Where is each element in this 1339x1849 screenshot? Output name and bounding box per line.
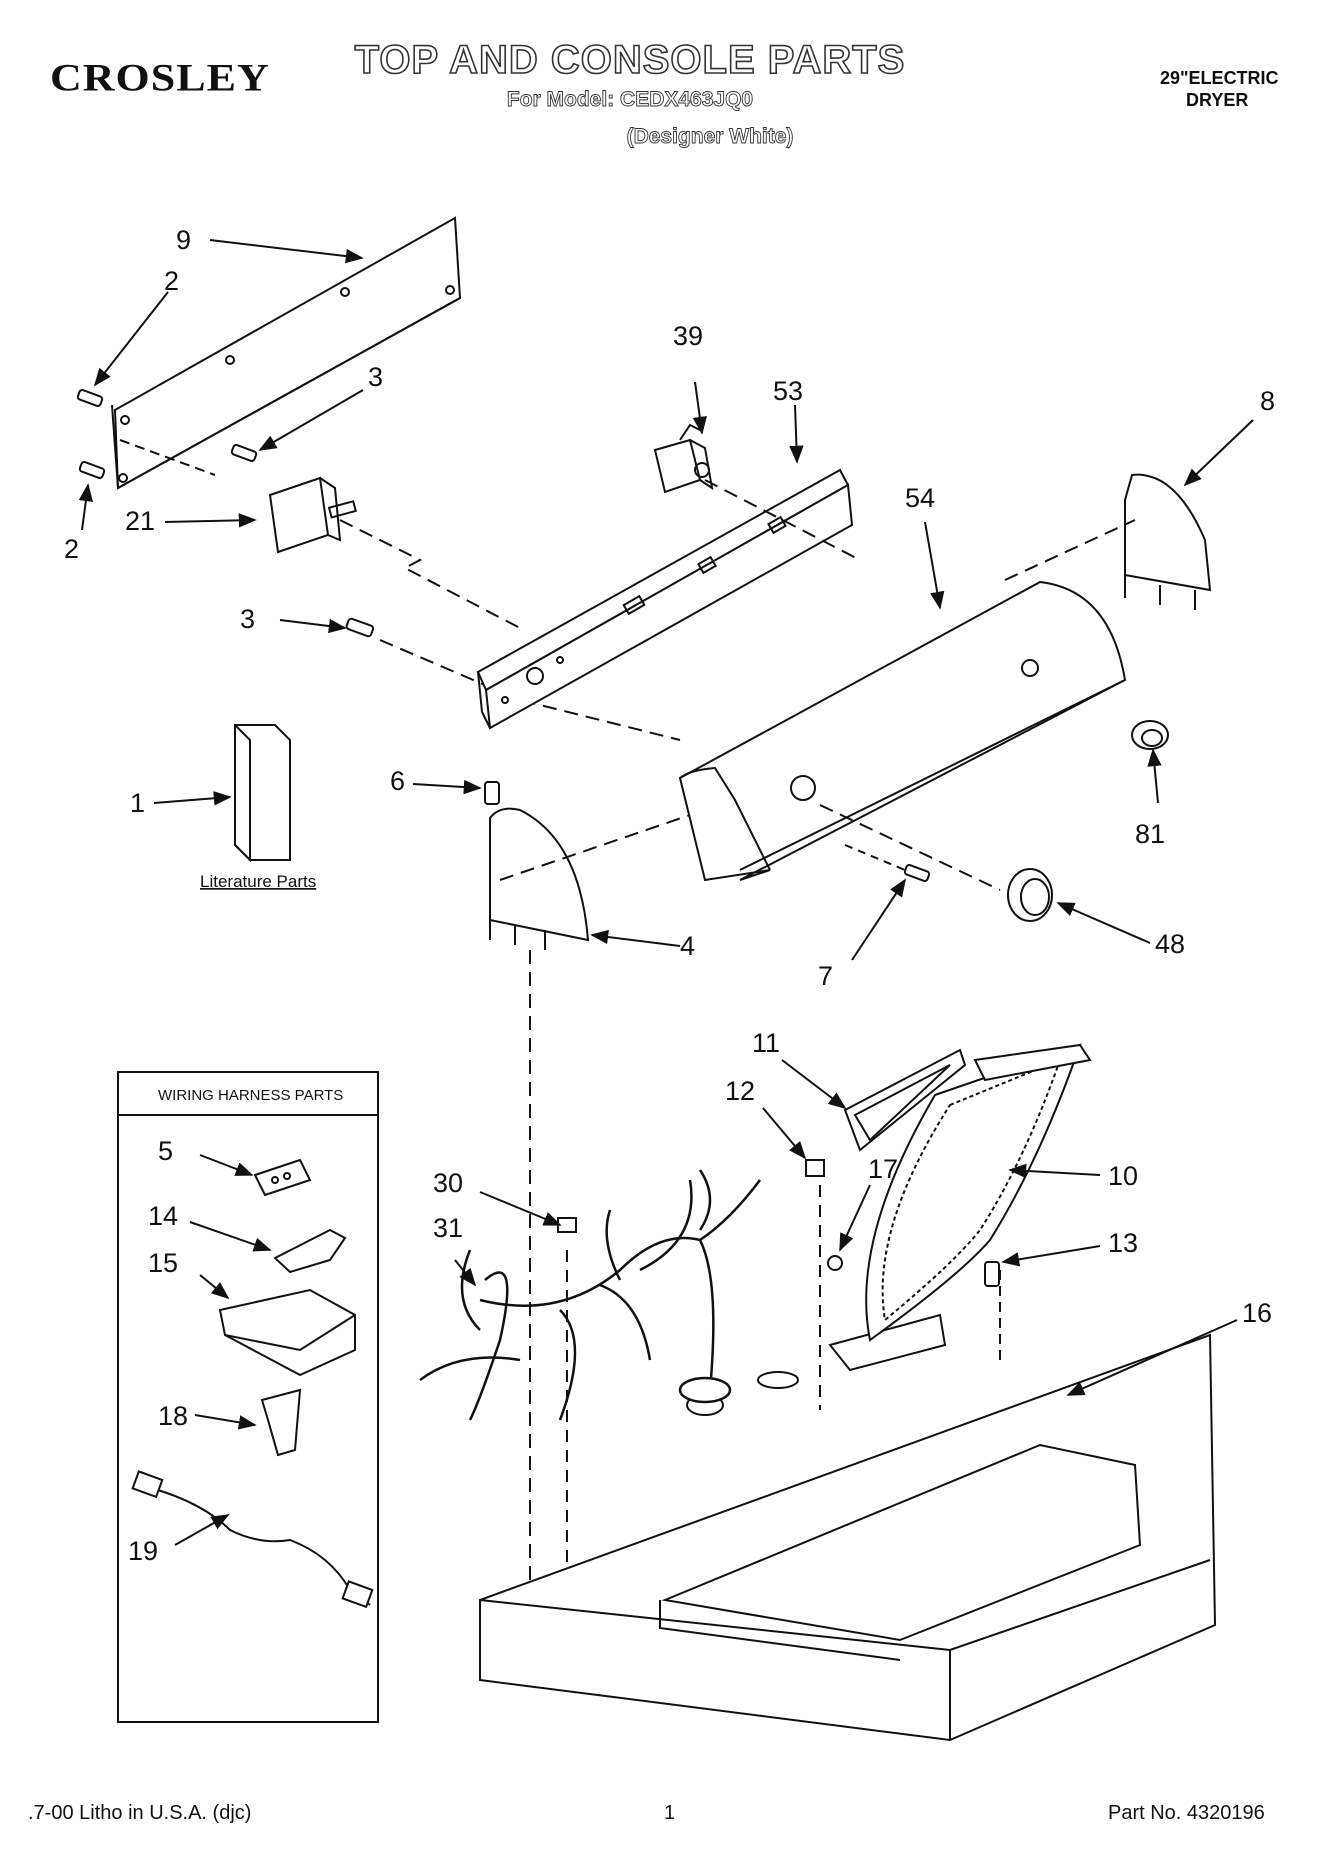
callout-10: 10 xyxy=(1108,1161,1138,1191)
callout-81: 81 xyxy=(1135,819,1165,849)
clip-part-18 xyxy=(260,1388,302,1457)
terminal-block-part-15 xyxy=(218,1288,356,1377)
wiring-harness-box xyxy=(117,1071,379,1723)
model-variant: (Designer White) xyxy=(626,125,794,149)
callout-1: 1 xyxy=(130,788,145,818)
callout-7: 7 xyxy=(818,961,833,991)
timer-part-21 xyxy=(268,476,358,554)
screw-part-2-lower xyxy=(78,461,106,479)
literature-part-1 xyxy=(234,724,291,863)
callout-3-upper: 3 xyxy=(368,362,383,392)
callout-17: 17 xyxy=(868,1154,898,1184)
page-title: TOP AND CONSOLE PARTS xyxy=(260,37,1000,83)
callout-4: 4 xyxy=(680,931,695,961)
end-cap-right-part-8 xyxy=(1124,473,1212,610)
callout-54: 54 xyxy=(905,483,935,513)
page-title-text: TOP AND CONSOLE PARTS xyxy=(354,37,906,83)
page-number: 1 xyxy=(664,1802,676,1824)
callout-13: 13 xyxy=(1108,1228,1138,1258)
lint-duct-part-10 xyxy=(865,1043,1092,1342)
model-line: For Model: CEDX463JQ0 xyxy=(506,88,754,112)
callout-48: 48 xyxy=(1155,929,1185,959)
product-type-line2: DRYER xyxy=(1186,90,1249,110)
screw-part-2-upper xyxy=(76,389,104,407)
callout-2-lower: 2 xyxy=(64,534,79,564)
callout-8: 8 xyxy=(1260,386,1275,416)
callout-30: 30 xyxy=(433,1168,463,1198)
wire-harness-part-31 xyxy=(419,1169,761,1421)
product-type-line1: 29"ELECTRIC xyxy=(1160,68,1279,88)
console-bracket-part-53 xyxy=(476,468,854,730)
callout-31: 31 xyxy=(433,1213,463,1243)
connector-part-5 xyxy=(253,1158,312,1197)
callout-2-upper: 2 xyxy=(164,266,179,296)
callout-5: 5 xyxy=(158,1136,173,1166)
end-cap-left-part-4 xyxy=(489,807,590,950)
litho-note: .7-00 Litho in U.S.A. (djc) xyxy=(28,1802,252,1824)
cord-part-19 xyxy=(131,1470,374,1609)
cabinet-top-part-16 xyxy=(479,1313,1217,1742)
callout-53: 53 xyxy=(773,376,803,406)
screw-part-7 xyxy=(903,864,931,882)
callout-16: 16 xyxy=(1242,1298,1272,1328)
clip-part-30 xyxy=(557,1217,577,1233)
callout-14: 14 xyxy=(148,1201,178,1231)
screw-part-3-lower xyxy=(345,617,375,638)
knob-part-48 xyxy=(1007,868,1053,922)
indicator-part-81 xyxy=(1131,720,1169,750)
callout-12: 12 xyxy=(725,1076,755,1106)
callout-21: 21 xyxy=(125,506,155,536)
wiring-harness-title: WIRING HARNESS PARTS xyxy=(158,1087,343,1104)
door-switch-part-12 xyxy=(805,1159,825,1177)
callout-19: 19 xyxy=(128,1536,158,1566)
callout-9: 9 xyxy=(176,225,191,255)
screw-part-13 xyxy=(984,1261,1000,1287)
lint-screen-part-11 xyxy=(843,1048,967,1152)
callout-11: 11 xyxy=(752,1028,780,1058)
terminal-part-14 xyxy=(273,1228,347,1274)
callout-15: 15 xyxy=(148,1248,178,1278)
callout-3-lower: 3 xyxy=(240,604,255,634)
rear-panel-part-9 xyxy=(111,216,462,490)
callout-18: 18 xyxy=(158,1401,188,1431)
grommet-part-17 xyxy=(827,1255,843,1271)
callout-39: 39 xyxy=(673,321,703,351)
brand-logo: CROSLEY xyxy=(50,55,270,100)
switch-part-39 xyxy=(653,423,714,494)
console-part-54 xyxy=(678,580,1127,882)
part-number: Part No. 4320196 xyxy=(1108,1802,1265,1824)
callout-6: 6 xyxy=(390,766,405,796)
literature-parts-label: Literature Parts xyxy=(200,872,316,891)
screw-part-6 xyxy=(484,781,500,805)
screw-part-3-upper xyxy=(230,444,258,462)
